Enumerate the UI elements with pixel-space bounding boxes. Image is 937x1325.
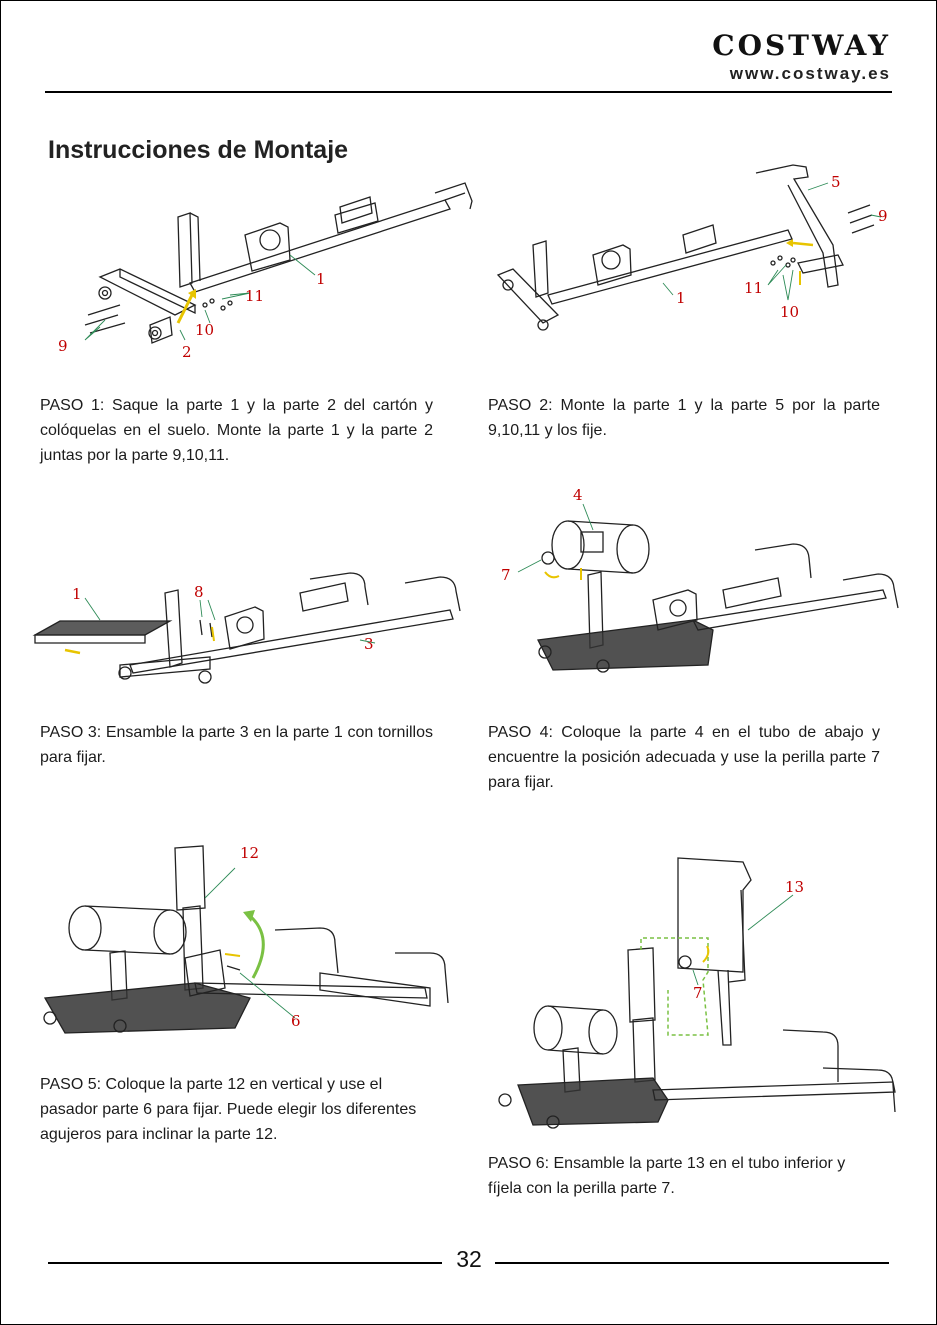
step-5-label-12: 12: [240, 844, 259, 862]
page-number: 32: [456, 1246, 482, 1272]
step-2-illustration: 5 9 11 10 1: [496, 164, 888, 331]
step-5-illustration: 12 6: [43, 844, 449, 1034]
step-1-label-11: 11: [245, 287, 264, 305]
step-6-label-13: 13: [785, 878, 804, 896]
step-1-label-10: 10: [195, 321, 214, 339]
step-2-label-10: 10: [780, 303, 799, 321]
step-2-label-5: 5: [831, 173, 841, 191]
step-2-text: PASO 2: Monte la parte 1 y la parte 5 po…: [488, 397, 880, 439]
footer-divider-right: [495, 1262, 889, 1264]
step-3-label-8: 8: [194, 583, 204, 601]
step-1-illustration: 1 2 9 10 11: [58, 182, 473, 361]
step-4-text: PASO 4: Coloque la parte 4 en el tubo de…: [488, 724, 880, 791]
step-5-text: PASO 5: Coloque la parte 12 en vertical …: [40, 1076, 417, 1143]
step-6-label-7: 7: [693, 984, 703, 1002]
step-1-label-1: 1: [316, 270, 326, 288]
step-3-label-1: 3: [364, 635, 374, 653]
step-2-label-11: 11: [744, 279, 763, 297]
step-3-label-3: 1: [72, 585, 82, 603]
step-1-label-9: 9: [58, 337, 68, 355]
step-5-label-6: 6: [291, 1012, 301, 1030]
step-3-text: PASO 3: Ensamble la parte 3 en la parte …: [40, 724, 433, 766]
step-2-label-1: 1: [676, 289, 686, 307]
footer-divider-left: [48, 1262, 442, 1264]
step-3-illustration: 1 8 3: [32, 572, 461, 684]
step-6-illustration: 13 7: [498, 857, 896, 1129]
header-divider: [45, 91, 892, 93]
step-4-illustration: 4 7: [501, 486, 899, 673]
brand-logo: COSTWAY: [712, 29, 891, 62]
step-4-label-4: 4: [573, 486, 583, 504]
step-4-label-7: 7: [501, 566, 511, 584]
step-2-label-9: 9: [878, 207, 888, 225]
step-1-label-2: 2: [182, 343, 192, 361]
page-title: Instrucciones de Montaje: [48, 136, 349, 164]
step-1-text: PASO 1: Saque la parte 1 y la parte 2 de…: [40, 397, 433, 464]
brand-header: COSTWAY www.costway.es: [712, 32, 891, 84]
step-6-text: PASO 6: Ensamble la parte 13 en el tubo …: [488, 1155, 846, 1197]
brand-url: www.costway.es: [729, 64, 891, 83]
